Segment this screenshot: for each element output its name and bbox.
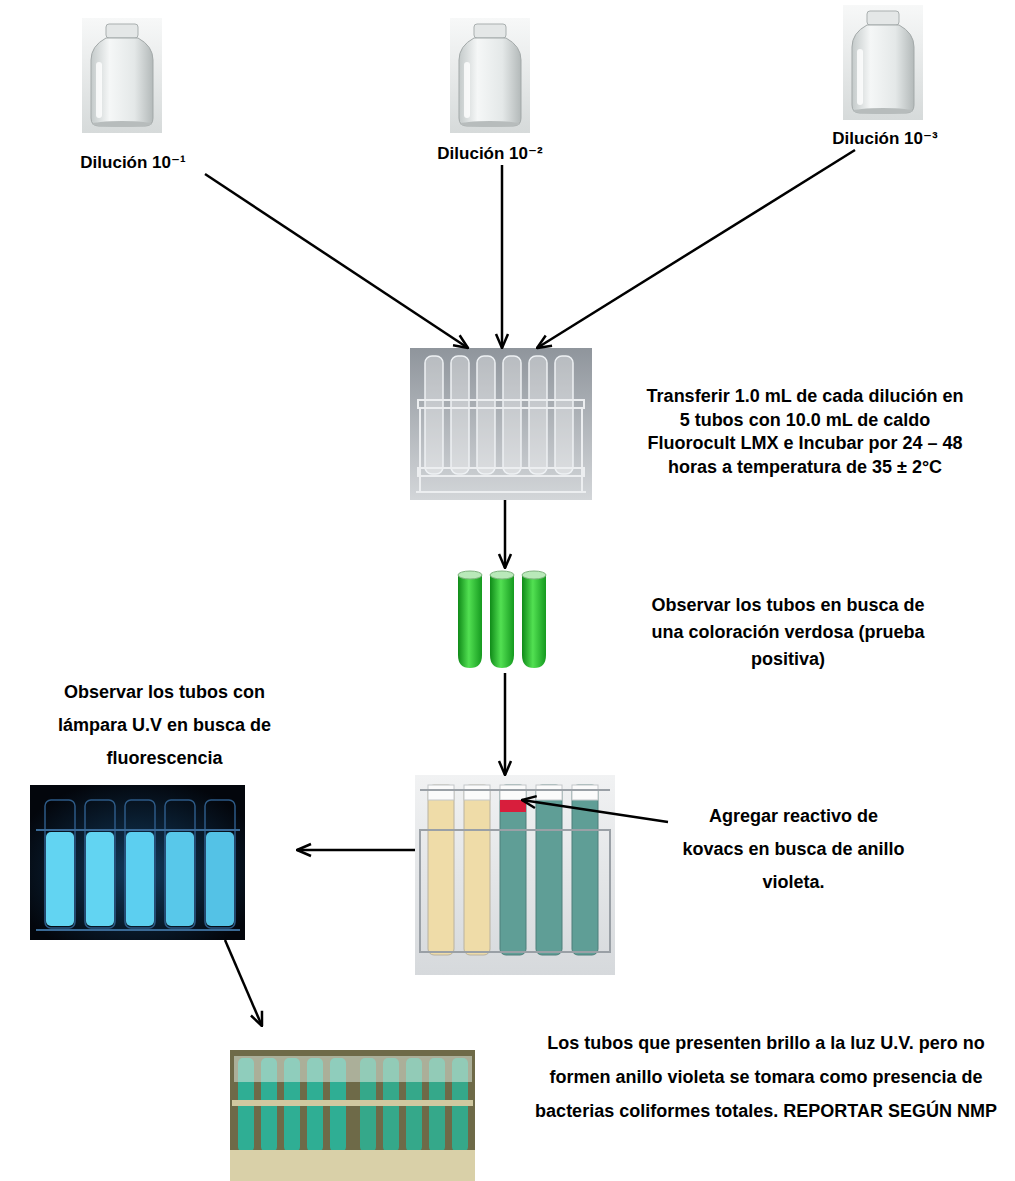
violet-ring (500, 800, 526, 812)
step-text: Observar los tubos en busca de una color… (633, 592, 943, 673)
rack-wire (418, 468, 584, 476)
photo-ground (30, 785, 245, 940)
tube-cap (536, 785, 562, 800)
step-node: Observar los tubos en busca de una color… (455, 568, 943, 673)
flow-arrow (504, 500, 507, 568)
tube-rack-photo (410, 348, 592, 500)
step-node: Dilución 10⁻¹ (53, 18, 213, 174)
rack-wire (418, 400, 584, 408)
test-tube (428, 785, 454, 955)
test-tube (477, 356, 495, 474)
test-tube (503, 356, 521, 474)
tube-cap (428, 785, 454, 800)
fluorescent-liquid (46, 832, 74, 926)
dilution-label: Dilución 10⁻¹ (53, 152, 213, 174)
test-tube (425, 356, 443, 474)
test-tube (125, 800, 155, 928)
flow-arrow (205, 174, 468, 348)
rack-wire (420, 830, 610, 952)
test-tube (165, 800, 195, 928)
final-rack-photo (230, 1050, 475, 1181)
flow-arrow (297, 849, 415, 852)
dilution-label: Dilución 10⁻² (410, 143, 570, 165)
step-node: Agregar reactivo de kovacs en busca de a… (415, 775, 911, 975)
tube-cap (500, 785, 526, 800)
flow-arrow (501, 165, 504, 348)
tube-rim (522, 571, 546, 579)
leader-arrow (522, 800, 668, 822)
test-tube (555, 356, 573, 474)
step-text: Agregar reactivo de kovacs en busca de a… (676, 800, 911, 899)
fluorescent-liquid (206, 832, 234, 926)
test-tube (464, 785, 490, 955)
step-node: Los tubos que presenten brillo a la luz … (230, 1026, 1005, 1181)
kovacs-rack-photo (415, 775, 668, 975)
step-text: Transferir 1.0 mL de cada dilución en 5 … (640, 385, 970, 479)
connector-group (205, 150, 855, 1026)
test-tube (522, 575, 546, 668)
step-node: Dilución 10⁻³ (805, 5, 965, 150)
flow-arrow (504, 673, 507, 775)
test-tube (45, 800, 75, 928)
bottle-photo (82, 18, 162, 133)
step-node: Transferir 1.0 mL de cada dilución en 5 … (410, 348, 970, 500)
test-tube (451, 356, 469, 474)
rack-wire (36, 830, 240, 930)
flow-arrow (225, 940, 262, 1026)
dilution-label: Dilución 10⁻³ (805, 128, 965, 150)
fluorescent-liquid (166, 832, 194, 926)
flow-arrow (537, 150, 855, 348)
rack-bar (232, 1100, 473, 1106)
uv-photo (30, 785, 245, 940)
test-tube (205, 800, 235, 928)
rack-base (230, 1150, 475, 1181)
tube-cap (464, 785, 490, 800)
rack-wire (416, 408, 586, 492)
tube-rim (490, 571, 514, 579)
photo-ground (415, 775, 615, 975)
test-tube (85, 800, 115, 928)
rack-wire (420, 789, 610, 791)
tube-cap (572, 785, 598, 800)
green-tubes (458, 571, 546, 668)
test-tube (490, 575, 514, 668)
photo-ground (410, 348, 592, 500)
test-tube (500, 785, 526, 955)
bottle-photo (450, 18, 530, 133)
step-node: Dilución 10⁻² (410, 18, 570, 165)
test-tube (529, 356, 547, 474)
fluorescent-liquid (86, 832, 114, 926)
tube-glass-tops (234, 1056, 472, 1082)
tube-rim (458, 571, 482, 579)
test-tube (458, 575, 482, 668)
bottle-photo (843, 5, 923, 120)
step-node: Observar los tubos con lámpara U.V en bu… (30, 676, 297, 940)
step-text: Observar los tubos con lámpara U.V en bu… (32, 676, 297, 775)
photo-ground (230, 1050, 475, 1181)
fluorescent-liquid (126, 832, 154, 926)
test-tube (536, 785, 562, 955)
step-text: Los tubos que presenten brillo a la luz … (527, 1026, 1005, 1128)
